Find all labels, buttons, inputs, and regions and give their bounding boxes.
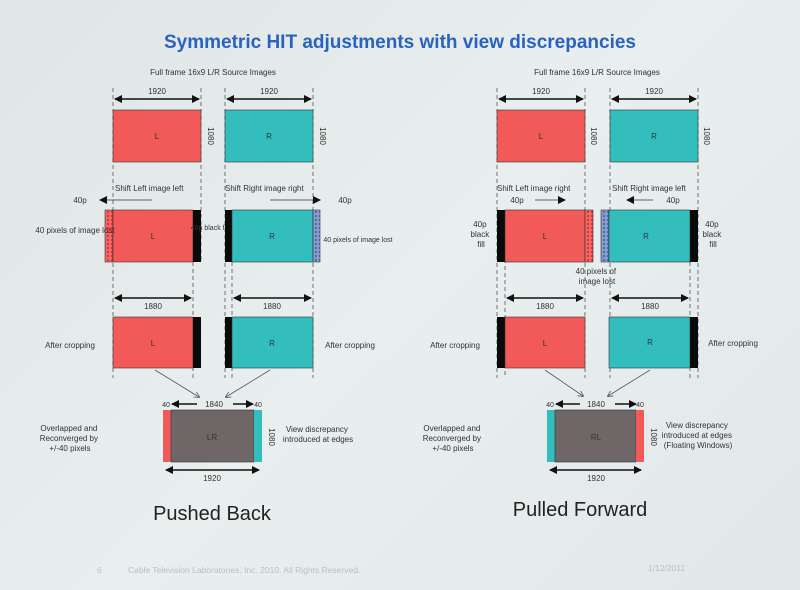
shift-left-label: Shift Left image right xyxy=(497,184,571,193)
black-fill-note: 40p black fill xyxy=(703,220,724,249)
left-edge-strip xyxy=(547,410,555,462)
frame-label: L xyxy=(151,232,156,241)
width-label: 1920 xyxy=(148,87,166,96)
frame-label: L xyxy=(539,132,544,141)
right-shifted-frame xyxy=(608,209,691,263)
frame-label: R xyxy=(643,232,649,241)
slide-title: Symmetric HIT adjustments with view disc… xyxy=(164,32,636,53)
combined-label: RL xyxy=(591,433,602,442)
copyright: Cable Television Laboratories, Inc. 2010… xyxy=(128,565,360,575)
frame-label: R xyxy=(651,132,657,141)
width-label: 1920 xyxy=(203,474,221,483)
shift-amount: 40p xyxy=(73,196,87,205)
after-cropping-label: After cropping xyxy=(45,341,95,350)
right-cropped-frame xyxy=(608,316,691,369)
panel-caption: Pulled Forward xyxy=(513,499,648,521)
edge-label: 40 xyxy=(254,402,262,409)
discrepancy-note: View discrepancy introduced at edges (Fl… xyxy=(662,421,735,450)
overlap-note: Overlapped and Reconverged by +/-40 pixe… xyxy=(40,424,101,453)
combined-frame xyxy=(554,409,637,463)
width-label: 1920 xyxy=(532,87,550,96)
width-label: 1920 xyxy=(587,474,605,483)
left-cropped-frame xyxy=(504,316,586,369)
right-edge-strip xyxy=(254,410,262,462)
left-source-frame xyxy=(112,109,202,163)
panel-subtitle: Full frame 16x9 L/R Source Images xyxy=(150,68,276,77)
shift-left-label: Shift Left image left xyxy=(115,184,184,193)
black-fill-note: 40p black fill xyxy=(191,225,230,232)
panel-caption: Pushed Back xyxy=(153,503,272,525)
lost-pixels-strip xyxy=(104,209,114,263)
right-source-frame xyxy=(609,109,699,163)
edge-label: 40 xyxy=(546,402,554,409)
height-label: 1080 xyxy=(702,127,711,145)
height-label: 1080 xyxy=(267,428,276,446)
cropped-width: 1880 xyxy=(144,302,162,311)
black-fill-strip xyxy=(225,210,232,262)
lost-note: 40 pixels of image lost xyxy=(576,267,619,286)
after-cropping-label: After cropping xyxy=(325,341,375,350)
panel-pulled-forward: Full frame 16x9 L/R Source Images 1920 1… xyxy=(423,68,758,521)
combined-frame xyxy=(170,409,255,463)
left-edge-strip xyxy=(163,410,171,462)
cropped-width: 1880 xyxy=(641,302,659,311)
cropped-width: 1880 xyxy=(536,302,554,311)
shift-amount: 40p xyxy=(510,196,524,205)
left-source-frame xyxy=(496,109,586,163)
frame-label: L xyxy=(155,132,160,141)
width-label: 1920 xyxy=(260,87,278,96)
cropped-width: 1880 xyxy=(263,302,281,311)
overlap-note: Overlapped and Reconverged by +/-40 pixe… xyxy=(423,424,484,453)
black-fill-strip xyxy=(497,210,505,262)
right-edge-strip xyxy=(636,410,644,462)
lost-note: 40 pixels of image lost xyxy=(323,237,392,244)
frame-label: R xyxy=(266,132,272,141)
shift-amount: 40p xyxy=(666,196,680,205)
left-shifted-frame xyxy=(112,209,194,263)
height-label: 1080 xyxy=(589,127,598,145)
left-cropped-frame xyxy=(112,316,194,369)
right-source-frame xyxy=(224,109,314,163)
lost-note: 40 pixels of image lost xyxy=(35,226,115,235)
slide-date: 1/12/2011 xyxy=(648,563,685,573)
frame-label: L xyxy=(543,232,548,241)
discrepancy-note: View discrepancy introduced at edges xyxy=(283,425,353,444)
page-number: 6 xyxy=(97,565,102,575)
lost-pixels-strip xyxy=(600,209,610,263)
panel-subtitle: Full frame 16x9 L/R Source Images xyxy=(534,68,660,77)
height-label: 1080 xyxy=(649,428,658,446)
after-cropping-label: After cropping xyxy=(708,339,758,348)
inner-width: 1840 xyxy=(587,400,605,409)
panel-pushed-back: Full frame 16x9 L/R Source Images 1920 1… xyxy=(35,68,392,525)
inner-width: 1840 xyxy=(205,400,223,409)
frame-label: R xyxy=(269,232,275,241)
frame-label: R xyxy=(647,338,653,347)
after-cropping-label: After cropping xyxy=(430,341,480,350)
black-fill-strip xyxy=(193,210,201,262)
shift-amount: 40p xyxy=(338,196,352,205)
frame-label: L xyxy=(151,339,156,348)
right-cropped-frame xyxy=(231,316,314,369)
black-fill-note: 40p black fill xyxy=(471,220,492,249)
shift-right-label: Shift Right image right xyxy=(225,184,304,193)
black-fill-strip xyxy=(690,210,698,262)
shift-right-label: Shift Right image left xyxy=(612,184,687,193)
lost-pixels-strip xyxy=(312,209,321,263)
edge-label: 40 xyxy=(162,402,170,409)
combined-label: LR xyxy=(207,433,217,442)
height-label: 1080 xyxy=(206,127,215,145)
frame-label: R xyxy=(269,339,275,348)
frame-label: L xyxy=(543,339,548,348)
width-label: 1920 xyxy=(645,87,663,96)
left-shifted-frame xyxy=(504,209,586,263)
lost-pixels-strip xyxy=(584,209,594,263)
height-label: 1080 xyxy=(318,127,327,145)
edge-label: 40 xyxy=(636,402,644,409)
